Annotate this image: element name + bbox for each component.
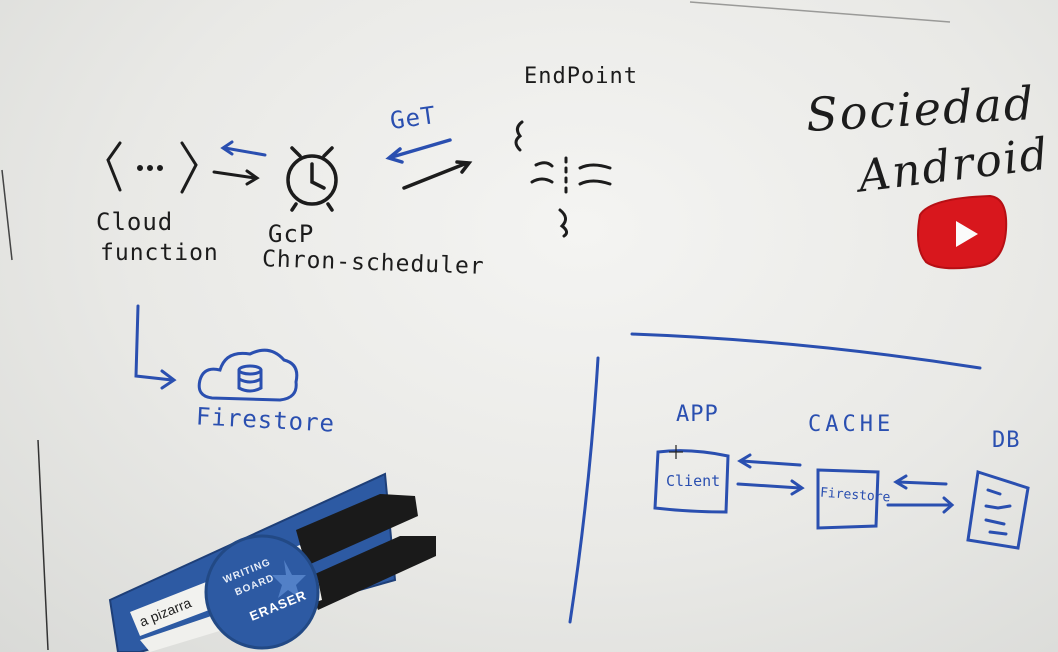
client-cache-arrows — [736, 453, 805, 496]
firestore-cloud-icon — [197, 348, 299, 402]
client-box-label: Client — [666, 472, 721, 490]
cloud-function-label-line1: Cloud — [96, 208, 174, 236]
cursor-crosshair-icon — [669, 445, 683, 459]
endpoint-json-icon — [514, 120, 612, 238]
alarm-clock-icon — [286, 146, 338, 212]
cf-scheduler-arrows — [212, 140, 267, 186]
app-label: APP — [676, 402, 719, 427]
board-left-edge-lower — [37, 439, 49, 651]
cloud-function-icon — [106, 141, 198, 194]
firestore-arrow — [134, 304, 177, 390]
gcp-label: GcP — [268, 220, 315, 248]
db-document-icon — [966, 470, 1030, 550]
cache-db-arrows — [886, 474, 955, 514]
cache-label: CACHE — [808, 412, 895, 437]
eraser-with-markers — [108, 472, 436, 652]
get-arrows — [385, 138, 473, 190]
cloud-function-label-line2: function — [100, 240, 219, 266]
client-box — [653, 449, 730, 514]
board-top-edge — [689, 1, 951, 23]
cache-section-frame — [568, 332, 982, 624]
firestore-box — [816, 468, 880, 530]
board-left-edge — [1, 169, 13, 261]
endpoint-label: EndPoint — [524, 64, 638, 89]
youtube-logo-icon — [917, 194, 1008, 270]
db-label: DB — [992, 428, 1021, 453]
